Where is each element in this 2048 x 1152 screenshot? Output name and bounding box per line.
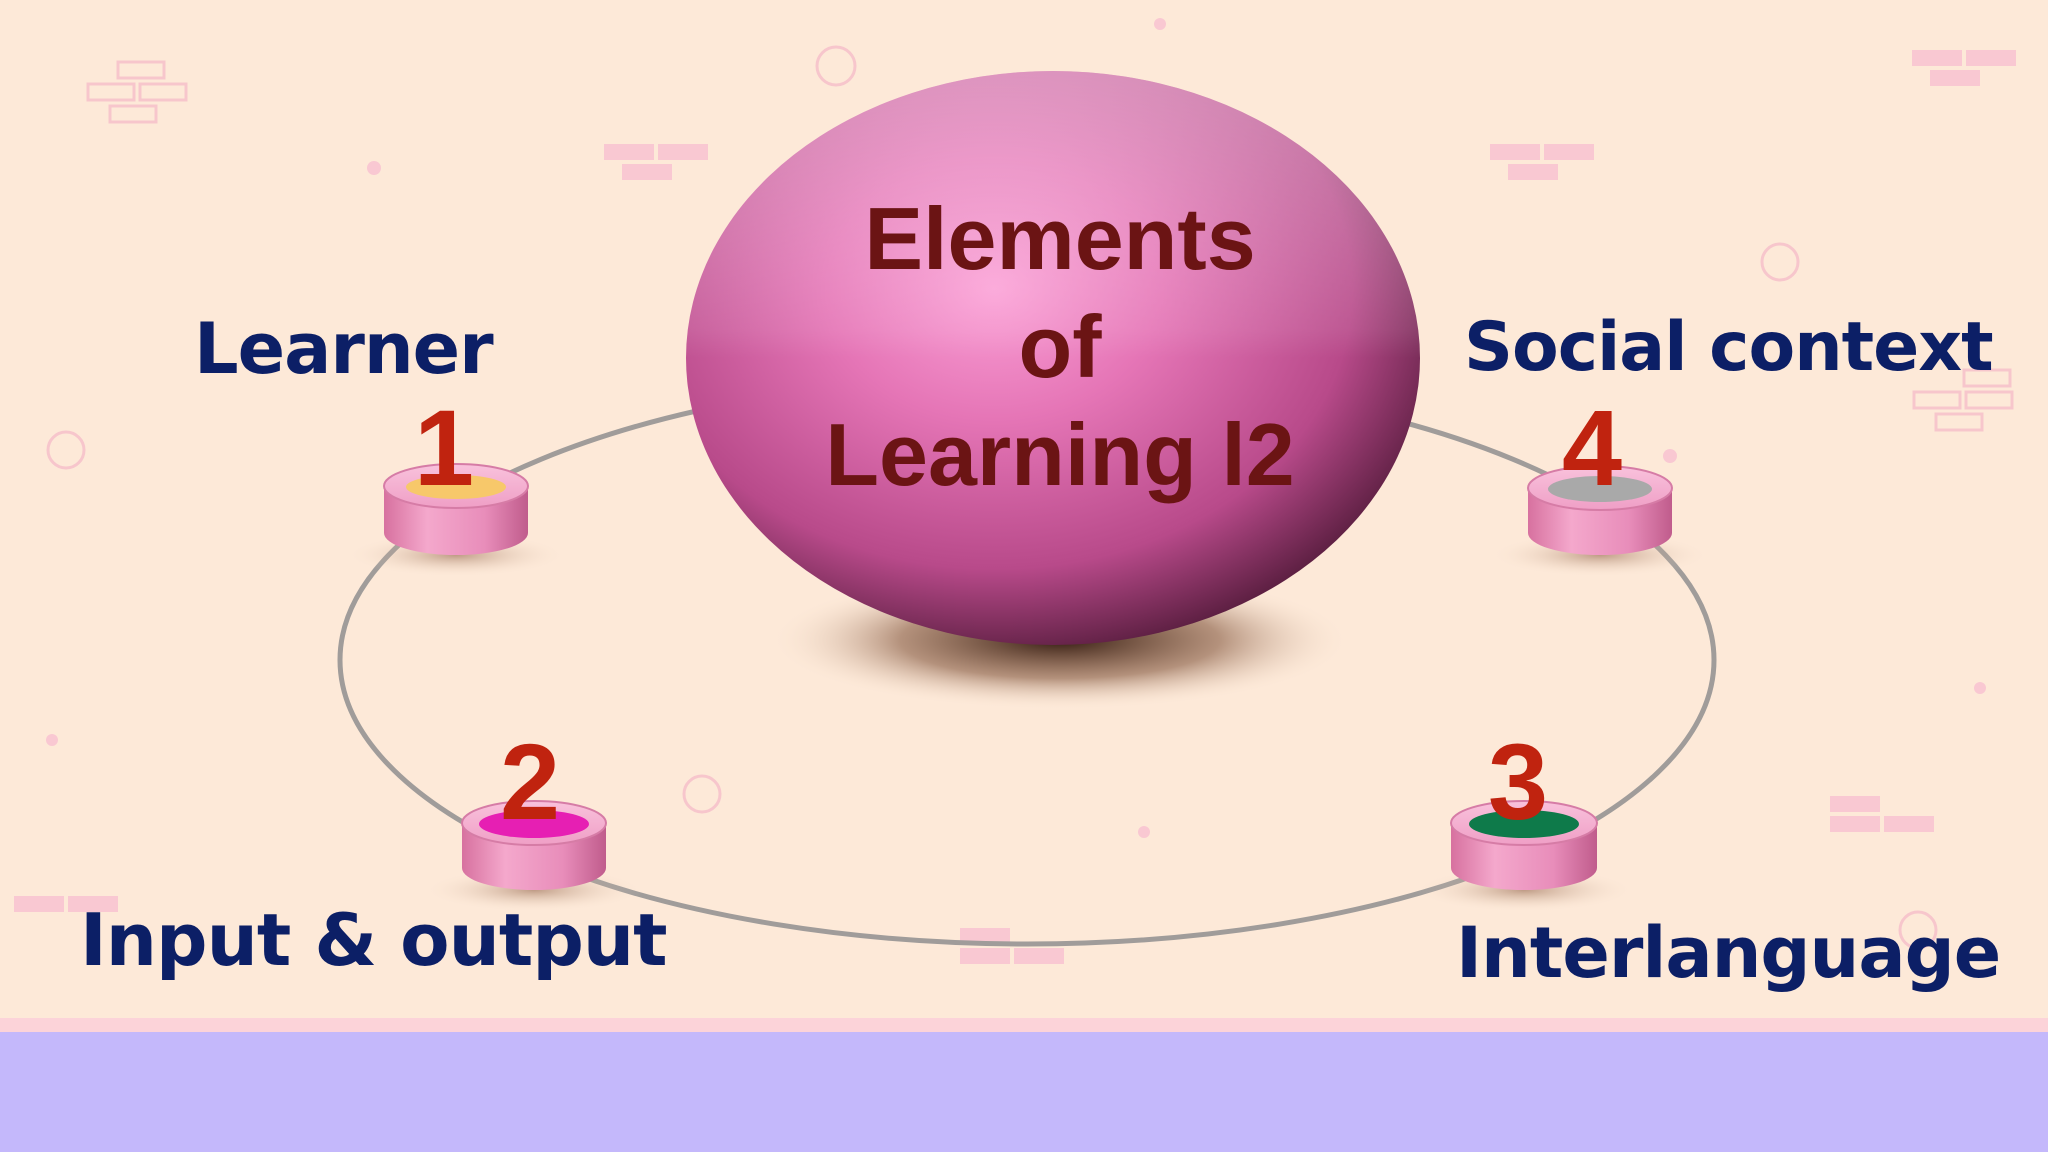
number-3: 3	[1488, 721, 1549, 842]
center-title: Elements of Learning l2	[740, 185, 1380, 509]
bottom-bar	[0, 1032, 2048, 1152]
background-bricks	[14, 18, 2016, 964]
node-1[interactable]	[346, 463, 566, 577]
node-3-dot	[1469, 810, 1579, 838]
number-1: 1	[414, 387, 475, 508]
node-2-dot	[479, 810, 589, 838]
label-social-context: Social context	[1464, 308, 1994, 387]
title-line-3: Learning l2	[825, 405, 1295, 504]
number-2: 2	[500, 721, 561, 842]
title-line-2: of	[1018, 297, 1102, 396]
divider-line	[0, 1018, 2048, 1032]
node-2[interactable]	[424, 800, 644, 912]
node-4-dot	[1548, 476, 1652, 502]
node-3[interactable]	[1414, 800, 1634, 912]
background-decoration	[46, 45, 2014, 950]
label-learner: Learner	[194, 308, 494, 390]
node-4[interactable]	[1490, 465, 1710, 577]
title-line-1: Elements	[864, 189, 1256, 288]
label-interlanguage: Interlanguage	[1456, 912, 2001, 994]
central-sphere	[686, 71, 1420, 645]
number-4: 4	[1562, 387, 1623, 508]
node-1-dot	[406, 475, 506, 499]
label-input-output: Input & output	[80, 898, 668, 982]
